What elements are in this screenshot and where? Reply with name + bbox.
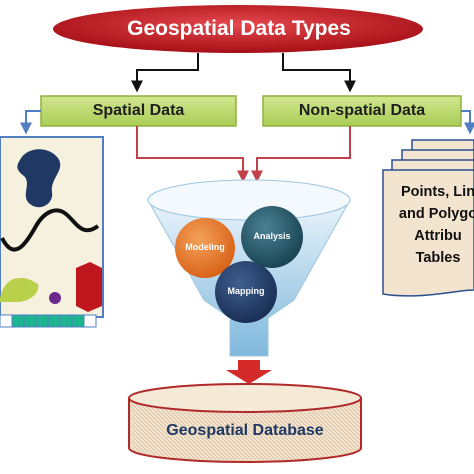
document-line: and Polygo xyxy=(398,206,474,222)
non-spatial-to-doc-arrow xyxy=(461,110,474,135)
spatial-to-map-arrow xyxy=(20,110,41,135)
non-spatial-data-box xyxy=(262,95,462,127)
non-spatial-to-funnel-arrow xyxy=(251,126,351,183)
analysis-circle xyxy=(241,206,303,268)
document-line: Points, Lin xyxy=(400,184,474,200)
mapping-label: Mapping xyxy=(227,286,265,296)
document-line: Attribu xyxy=(414,228,462,244)
spatial-to-funnel-arrow xyxy=(136,126,249,183)
database-cylinder-icon xyxy=(128,383,362,463)
connector-to-non-spatial xyxy=(282,53,356,93)
spatial-data-box xyxy=(40,95,237,127)
document-line: Tables xyxy=(415,250,461,266)
map-icon xyxy=(0,136,104,328)
mapping-circle xyxy=(215,261,277,323)
spatial-data-label: Spatial Data xyxy=(92,102,185,119)
document-text: Points, Lin and Polygo Attribu Tables xyxy=(388,181,474,269)
title-ellipse xyxy=(53,5,423,53)
funnel-to-database-arrow xyxy=(226,360,272,384)
document-stack-icon xyxy=(382,139,474,297)
non-spatial-data-label: Non-spatial Data xyxy=(298,102,426,119)
modeling-circle xyxy=(175,218,235,278)
diagram-title: Geospatial Data Types xyxy=(127,17,351,40)
funnel-icon xyxy=(147,179,351,357)
database-label: Geospatial Database xyxy=(166,422,324,439)
connector-to-spatial xyxy=(131,53,199,93)
analysis-label: Analysis xyxy=(253,231,291,241)
modeling-label: Modeling xyxy=(185,242,225,252)
